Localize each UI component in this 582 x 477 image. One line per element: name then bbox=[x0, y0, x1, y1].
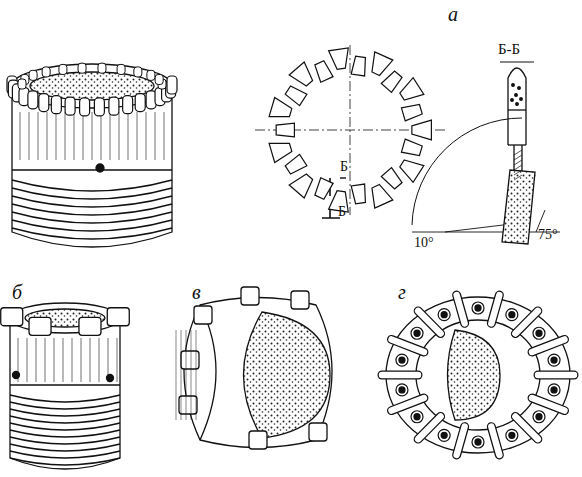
section-mark: Б bbox=[338, 205, 346, 219]
figure-letter: в bbox=[192, 282, 201, 302]
figure-letter: а bbox=[448, 4, 458, 24]
crown-plan-view bbox=[255, 45, 445, 218]
core-bit-a bbox=[7, 63, 177, 247]
core-bit-b bbox=[1, 303, 130, 469]
figure-letter: б bbox=[12, 282, 22, 302]
core-bit-g bbox=[382, 295, 574, 455]
insert-section bbox=[412, 62, 560, 244]
section-label: Б-Б bbox=[498, 42, 520, 57]
core-bit-v bbox=[176, 287, 332, 449]
angle-label: 75° bbox=[538, 228, 558, 242]
figure-letter: г bbox=[398, 282, 406, 302]
section-mark: Б bbox=[340, 160, 348, 174]
angle-label: 10° bbox=[414, 236, 434, 250]
